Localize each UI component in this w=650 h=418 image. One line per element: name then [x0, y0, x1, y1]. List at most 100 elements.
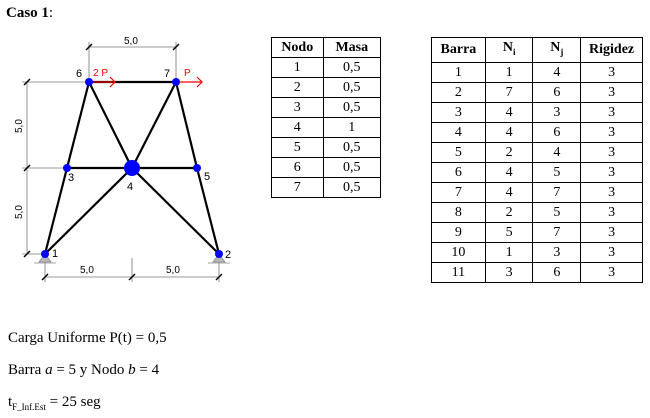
header-ni: Ni: [484, 37, 534, 63]
cell: 7: [431, 181, 486, 203]
cell: 2: [271, 77, 324, 98]
case-colon: :: [48, 5, 54, 21]
cell: 5: [532, 201, 582, 223]
cell: 6: [532, 121, 582, 143]
time-subscript: F_Inf.Est: [12, 402, 46, 412]
load-label-2p: 2 P: [93, 68, 108, 79]
header-rigidez: Rigidez: [580, 37, 643, 63]
node-label-3: 3: [68, 172, 74, 184]
load-arrows: [93, 76, 203, 88]
cell: 4: [532, 61, 582, 83]
cell: 5: [532, 161, 582, 183]
bar-prefix: Barra: [8, 362, 46, 378]
cell: 3: [580, 141, 643, 163]
cell: 7: [484, 81, 534, 103]
cell: 5: [484, 221, 534, 243]
cell: 0,5: [322, 97, 382, 118]
cell: 4: [484, 181, 534, 203]
node-label-7: 7: [164, 68, 170, 80]
cell: 2: [431, 81, 486, 103]
table-header-row: Nodo Masa: [271, 37, 382, 58]
dim-left-upper: 5,0: [14, 119, 25, 133]
structure-diagram: 5,0 5,0 5,0 5,0 5,0 2 P P: [14, 36, 231, 282]
cell: 5: [271, 137, 324, 158]
cell: 6: [532, 81, 582, 103]
cell: 0,5: [322, 57, 382, 78]
cell: 4: [271, 117, 324, 138]
cell: 4: [484, 121, 534, 143]
node-3: [63, 164, 71, 172]
cell: 6: [431, 161, 486, 183]
cell: 3: [271, 97, 324, 118]
bar-4: [88, 81, 133, 169]
cell: 4: [431, 121, 486, 143]
case-title: Caso 1:: [6, 5, 53, 22]
cell: 3: [580, 261, 643, 283]
dimension-ticks: [23, 43, 223, 281]
cell: 5: [431, 141, 486, 163]
node-2: [215, 250, 223, 258]
node-label-1: 1: [52, 248, 58, 260]
cell: 7: [271, 177, 324, 198]
node-7: [172, 78, 180, 86]
bar-8: [195, 167, 221, 255]
cell: 3: [580, 101, 643, 123]
bar-11: [65, 81, 91, 169]
cell: 3: [532, 101, 582, 123]
node-5: [193, 164, 201, 172]
bar-1: [44, 167, 133, 255]
cell: 4: [484, 101, 534, 123]
cell: 8: [431, 201, 486, 223]
cell: 3: [580, 221, 643, 243]
dim-bottom-left: 5,0: [80, 265, 94, 276]
header-nodo: Nodo: [271, 37, 324, 58]
cell: 0,5: [322, 157, 382, 178]
cell: 10: [431, 241, 486, 263]
load-label-p: P: [184, 68, 191, 79]
cell: 3: [580, 181, 643, 203]
node-label-2: 2: [225, 249, 231, 261]
cell: 2: [484, 201, 534, 223]
table-header-row: Barra Ni Nj Rigidez: [431, 37, 643, 63]
cell: 6: [532, 261, 582, 283]
case-label: Caso 1: [6, 5, 49, 21]
cell: 1: [322, 117, 382, 138]
node-4: [124, 160, 140, 176]
cell: 3: [580, 161, 643, 183]
time-value: = 25 seg: [45, 394, 101, 410]
cell: 4: [532, 141, 582, 163]
bar-5: [131, 167, 220, 255]
bar-value: = 5 y Nodo: [52, 362, 129, 378]
cell: 3: [484, 261, 534, 283]
cell: 3: [580, 201, 643, 223]
node-label-5: 5: [204, 171, 210, 183]
time-symbol: t: [8, 394, 13, 410]
cell: 3: [580, 121, 643, 143]
cell: 6: [271, 157, 324, 178]
header-nj: Nj: [532, 37, 582, 63]
cell: 11: [431, 261, 486, 283]
cell: 0,5: [322, 77, 382, 98]
cell: 3: [580, 241, 643, 263]
cell: 1: [484, 61, 534, 83]
cell: 3: [580, 81, 643, 103]
cell: 7: [532, 221, 582, 243]
cell: 1: [271, 57, 324, 78]
cell: 0,5: [322, 177, 382, 198]
node-variable: b: [128, 362, 136, 378]
cell: 2: [484, 141, 534, 163]
dim-left-lower: 5,0: [14, 205, 25, 219]
cell: 7: [532, 181, 582, 203]
